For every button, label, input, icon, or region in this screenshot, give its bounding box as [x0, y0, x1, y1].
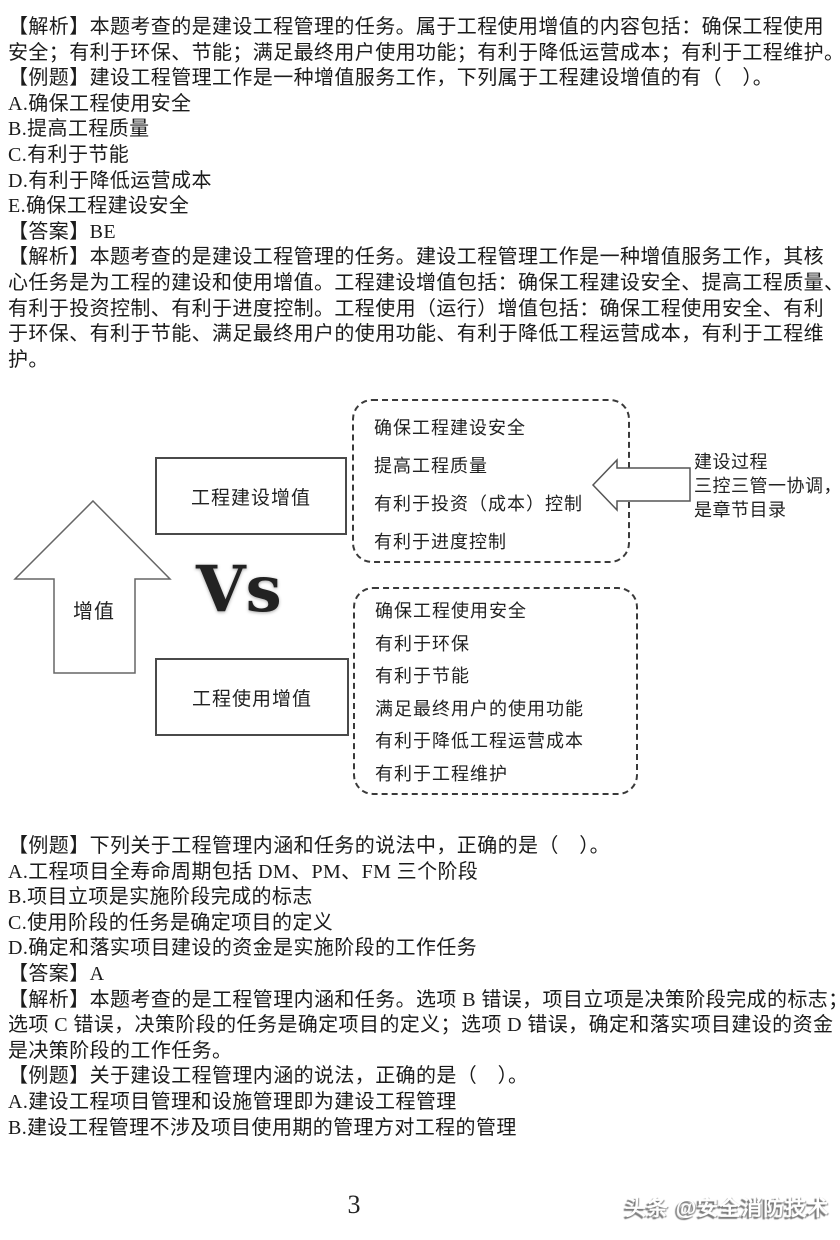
option-line: A.确保工程使用安全 — [8, 92, 192, 115]
list-item: 满足最终用户的使用功能 — [375, 698, 584, 719]
list-item: 有利于投资（成本）控制 — [374, 494, 583, 514]
text-line: 【解析】本题考查的是建设工程管理的任务。建设工程管理工作是一种增值服务工作，其核 — [8, 246, 824, 269]
list-item: 有利于降低工程运营成本 — [375, 731, 584, 752]
list-item: 有利于进度控制 — [374, 532, 507, 552]
text-block-upper: 【解析】本题考查的是建设工程管理的任务。属于工程使用增值的内容包括：确保工程使用… — [8, 15, 836, 373]
option-line: C.使用阶段的任务是确定项目的定义 — [8, 911, 334, 934]
option-line: B.建设工程管理不涉及项目使用期的管理方对工程的管理 — [8, 1116, 517, 1139]
option-line: D.有利于降低运营成本 — [8, 169, 212, 192]
text-line: 有利于投资控制、有利于进度控制。工程使用（运行）增值包括：确保工程使用安全、有利 — [8, 297, 824, 320]
vs-label: Vs — [196, 552, 282, 627]
answer-line: 【答案】BE — [8, 220, 116, 243]
box-use-value-label: 工程使用增值 — [191, 688, 312, 710]
list-item: 有利于节能 — [375, 666, 470, 687]
text-line: 安全；有利于环保、节能；满足最终用户使用功能；有利于降低运营成本；有利于工程维护… — [8, 41, 836, 64]
text-line: 于环保、有利于节能、满足最终用户的使用功能、有利于降低工程运营成本，有利于工程维 — [8, 323, 824, 346]
text-block-lower: 【例题】下列关于工程管理内涵和任务的说法中，正确的是（ ）。 A.工程项目全寿命… — [8, 834, 836, 1141]
list-item: 提高工程质量 — [374, 456, 488, 476]
list-item: 确保工程建设安全 — [374, 418, 526, 438]
option-line: B.提高工程质量 — [8, 118, 150, 141]
list-item: 确保工程使用安全 — [375, 601, 527, 621]
annotation-line: 建设过程 — [694, 452, 768, 472]
box-use-value: 工程使用增值 — [155, 658, 349, 736]
text-line: 【例题】下列关于工程管理内涵和任务的说法中，正确的是（ ）。 — [8, 835, 610, 857]
text-line: 选项 C 错误，决策阶段的任务是确定项目的定义；选项 D 错误，确定和落实项目建… — [8, 1014, 834, 1037]
up-arrow-label: 增值 — [73, 601, 115, 623]
box-construction-value: 工程建设增值 — [155, 457, 347, 535]
list-item: 有利于工程维护 — [375, 763, 508, 784]
text-line: 【例题】关于建设工程管理内涵的说法，正确的是（ ）。 — [8, 1065, 529, 1088]
value-add-diagram: 增值 工程建设增值 工程使用增值 Vs 确保工程建设安全 提高工程质量 有利于投… — [0, 395, 840, 815]
text-line: 【解析】本题考查的是建设工程管理的任务。属于工程使用增值的内容包括：确保工程使用 — [8, 16, 824, 38]
box-construction-value-label: 工程建设增值 — [190, 487, 311, 509]
text-line: 护。 — [8, 348, 49, 371]
page-number: 3 — [347, 1190, 361, 1219]
annotation-line: 是章节目录 — [694, 500, 787, 520]
option-line: B.项目立项是实施阶段完成的标志 — [8, 886, 313, 909]
text-line: 【例题】建设工程管理工作是一种增值服务工作，下列属于工程建设增值的有（ ）。 — [8, 67, 774, 90]
text-line: 是决策阶段的工作任务。 — [8, 1039, 233, 1062]
text-line: 心任务是为工程的建设和使用增值。工程建设增值包括：确保工程建设安全、提高工程质量… — [8, 271, 836, 294]
annotation-line: 三控三管一协调， — [694, 476, 840, 496]
option-line: A.建设工程项目管理和设施管理即为建设工程管理 — [8, 1090, 457, 1113]
option-line: C.有利于节能 — [8, 143, 130, 166]
answer-line: 【答案】A — [8, 962, 105, 985]
option-line: E.确保工程建设安全 — [8, 195, 190, 218]
construction-value-items-box: 确保工程建设安全 提高工程质量 有利于投资（成本）控制 有利于进度控制 — [352, 399, 630, 563]
watermark: 头条 @安全消防技术 — [625, 1197, 830, 1220]
text-line: 【解析】本题考查的是工程管理内涵和任务。选项 B 错误，项目立项是决策阶段完成的… — [8, 988, 836, 1011]
option-line: A.工程项目全寿命周期包括 DM、PM、FM 三个阶段 — [8, 860, 479, 883]
use-value-items-box: 确保工程使用安全 有利于环保 有利于节能 满足最终用户的使用功能 有利于降低工程… — [353, 587, 638, 795]
list-item: 有利于环保 — [375, 633, 470, 654]
up-arrow-icon — [13, 499, 172, 674]
option-line: D.确定和落实项目建设的资金是实施阶段的工作任务 — [8, 937, 478, 960]
annotation-text: 建设过程 三控三管一协调， 是章节目录 — [694, 450, 840, 522]
left-arrow-icon — [591, 458, 691, 512]
